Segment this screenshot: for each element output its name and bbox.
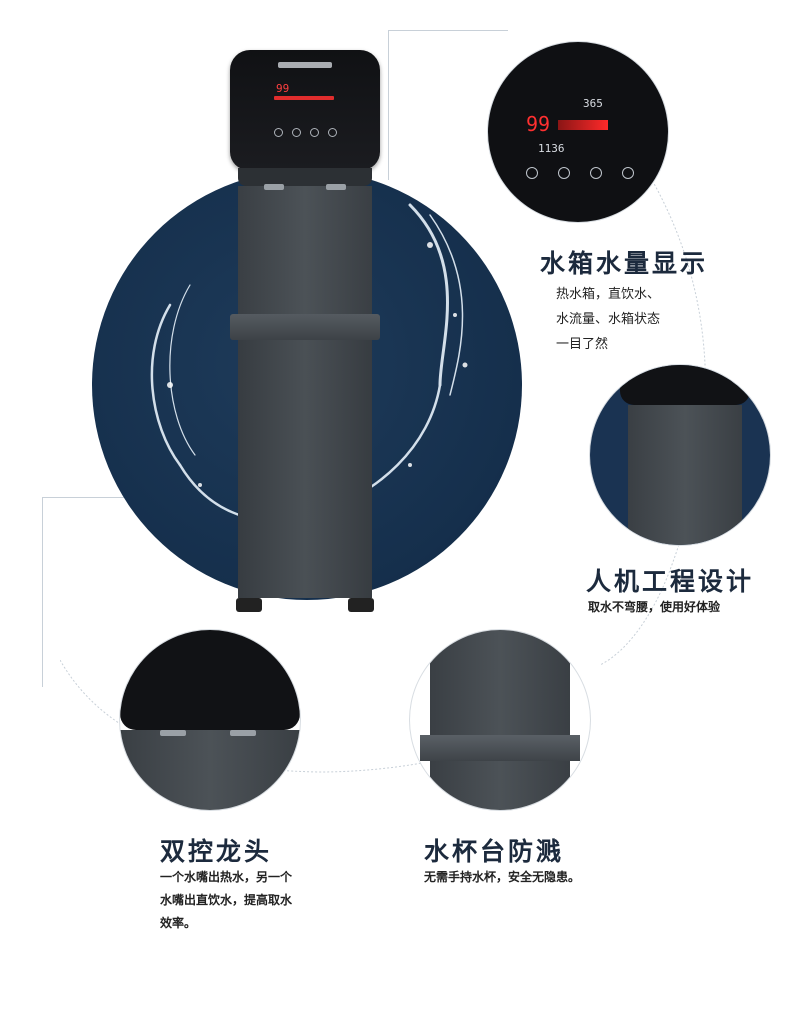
feature-display-line-2: 水流量、水箱状态: [556, 312, 661, 327]
level-bar: [274, 96, 334, 100]
detail-level-bar: [558, 120, 608, 130]
foot-left: [236, 598, 262, 612]
detail-dual-tap: [120, 630, 300, 810]
detail-button-2[interactable]: [558, 167, 570, 179]
guide-line-top: [388, 30, 389, 180]
hot-water-tap[interactable]: [264, 184, 284, 190]
detail-tap-left: [160, 730, 186, 736]
detail-cup-body: [430, 630, 570, 810]
detail-cup-tray: [420, 735, 580, 761]
detail-cup-stand: [410, 630, 590, 810]
detail-tap-body: [120, 730, 300, 810]
detail-ergonomic-head: [620, 365, 750, 405]
feature-cup-stand-line-1: 无需手持水杯，安全无隐患。: [424, 870, 581, 884]
detail-tap-head: [120, 630, 300, 730]
detail-temperature-readout: 99: [526, 112, 551, 136]
guide-line-left: [42, 497, 43, 687]
detail-ergonomic-body: [628, 405, 742, 545]
detail-flow-readout: 1136: [538, 142, 565, 155]
guide-line-top-h: [388, 30, 508, 31]
temperature-readout: 99: [276, 82, 290, 95]
water-dispenser: 99: [230, 50, 380, 620]
foot-right: [348, 598, 374, 612]
cabinet-upper: [238, 186, 372, 316]
detail-ergonomic: [590, 365, 770, 545]
feature-dual-tap-line-3: 效率。: [160, 916, 197, 930]
feature-cup-stand-title: 水杯台防溅: [424, 837, 565, 866]
panel-button-2[interactable]: [292, 128, 301, 137]
detail-button-3[interactable]: [590, 167, 602, 179]
panel-button-4[interactable]: [328, 128, 337, 137]
feature-display-line-3: 一目了然: [556, 337, 609, 352]
feature-dual-tap-line-1: 一个水嘴出热水，另一个: [160, 870, 293, 884]
drinking-water-tap[interactable]: [326, 184, 346, 190]
panel-button-3[interactable]: [310, 128, 319, 137]
brand-logo: [278, 62, 332, 68]
feature-ergonomic-line-1: 取水不弯腰，使用好体验: [588, 600, 721, 614]
dispenser-head: 99: [230, 50, 380, 170]
detail-button-1[interactable]: [526, 167, 538, 179]
detail-volume-readout: 365: [583, 97, 603, 110]
feature-dual-tap-line-2: 水嘴出直饮水，提高取水: [160, 893, 293, 907]
feature-dual-tap-title: 双控龙头: [160, 837, 273, 866]
cabinet-lower: [238, 340, 372, 598]
panel-button-1[interactable]: [274, 128, 283, 137]
feature-ergonomic-title: 人机工程设计: [586, 567, 755, 596]
detail-button-4[interactable]: [622, 167, 634, 179]
detail-display-panel: 99 365 1136: [488, 42, 668, 222]
detail-tap-right: [230, 730, 256, 736]
feature-display-line-1: 热水箱，直饮水、: [556, 287, 661, 302]
guide-arc-right: [600, 159, 707, 666]
feature-display-title: 水箱水量显示: [540, 249, 709, 278]
cup-tray: [230, 314, 380, 340]
dispenser-neck: [238, 168, 372, 186]
guide-line-left-h: [42, 497, 142, 498]
